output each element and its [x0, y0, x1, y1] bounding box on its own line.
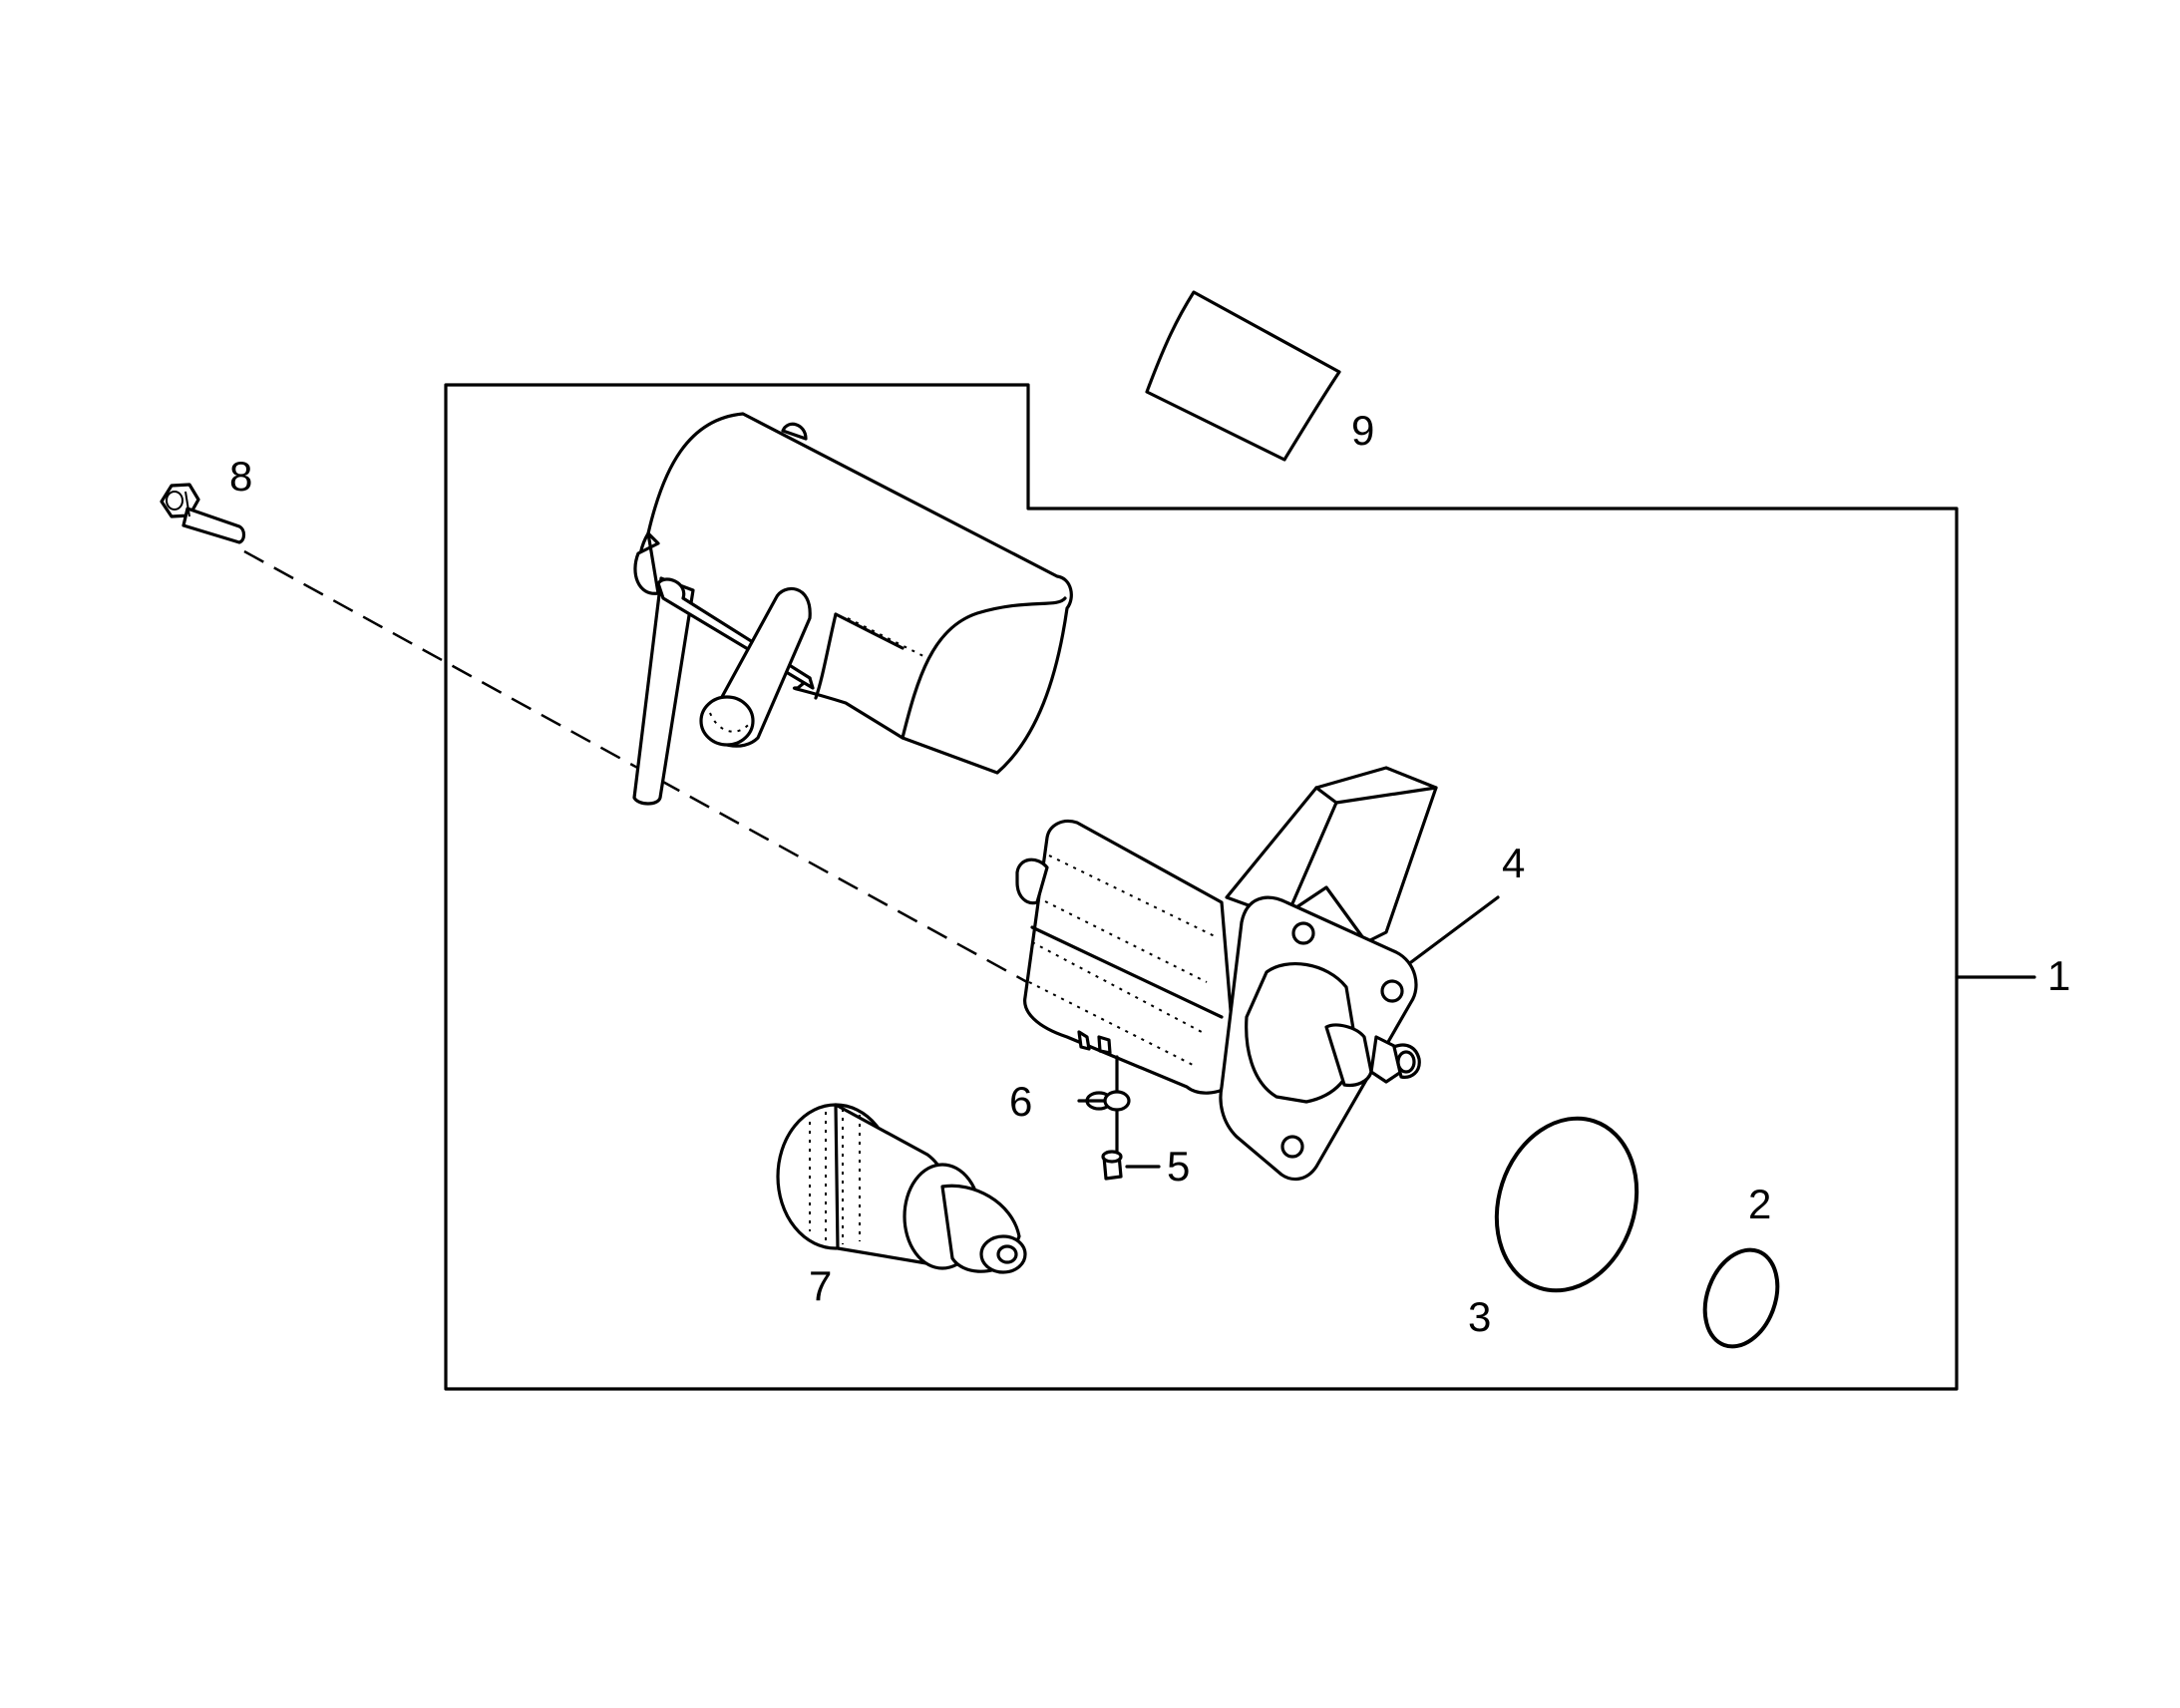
callout-7: 7 — [809, 1262, 832, 1309]
leader-line-4 — [1409, 895, 1500, 964]
callout-5: 5 — [1167, 1143, 1190, 1190]
solenoid-housing — [632, 412, 1073, 806]
pinion-drive-part-7 — [776, 1103, 1027, 1274]
bolt-center-line — [243, 549, 1028, 984]
callout-8: 8 — [229, 453, 252, 500]
callout-3: 3 — [1468, 1293, 1491, 1340]
assembly-boundary — [444, 383, 1959, 1391]
sleeve-part-9 — [1145, 290, 1341, 462]
callout-9: 9 — [1351, 407, 1374, 454]
bolt-part-8 — [160, 483, 246, 544]
o-ring-part-2 — [1702, 1247, 1780, 1349]
washer-part-6 — [1077, 1055, 1131, 1112]
starter-motor-part-4 — [1015, 766, 1438, 1182]
callout-2: 2 — [1748, 1181, 1771, 1227]
callout-1: 1 — [2047, 952, 2070, 999]
nut-part-5 — [1101, 1109, 1161, 1181]
callout-6: 6 — [1009, 1078, 1032, 1125]
callout-4: 4 — [1502, 840, 1525, 886]
o-ring-part-3 — [1494, 1116, 1639, 1293]
